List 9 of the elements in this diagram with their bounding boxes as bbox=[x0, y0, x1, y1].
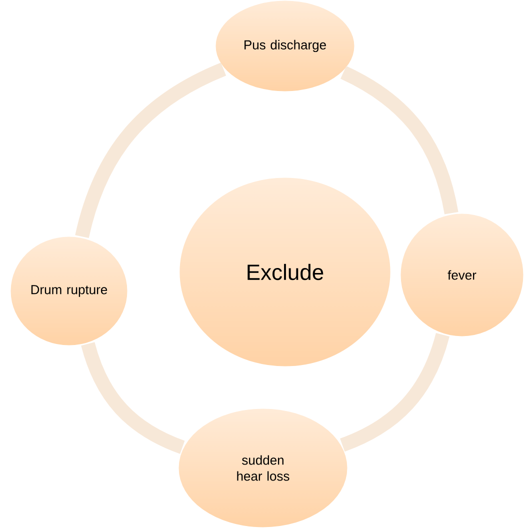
ellipse-node: sudden hear loss bbox=[177, 407, 349, 529]
ring-segment bbox=[340, 332, 450, 452]
ring-segment bbox=[81, 342, 185, 454]
circle-node: Exclude bbox=[178, 176, 392, 368]
ellipse-node: Drum rupture bbox=[9, 235, 129, 347]
ring-segment bbox=[75, 62, 226, 238]
ring-segment bbox=[340, 66, 458, 215]
ellipse-node: Pus discharge bbox=[214, 0, 356, 93]
circle-node: fever bbox=[399, 212, 525, 338]
